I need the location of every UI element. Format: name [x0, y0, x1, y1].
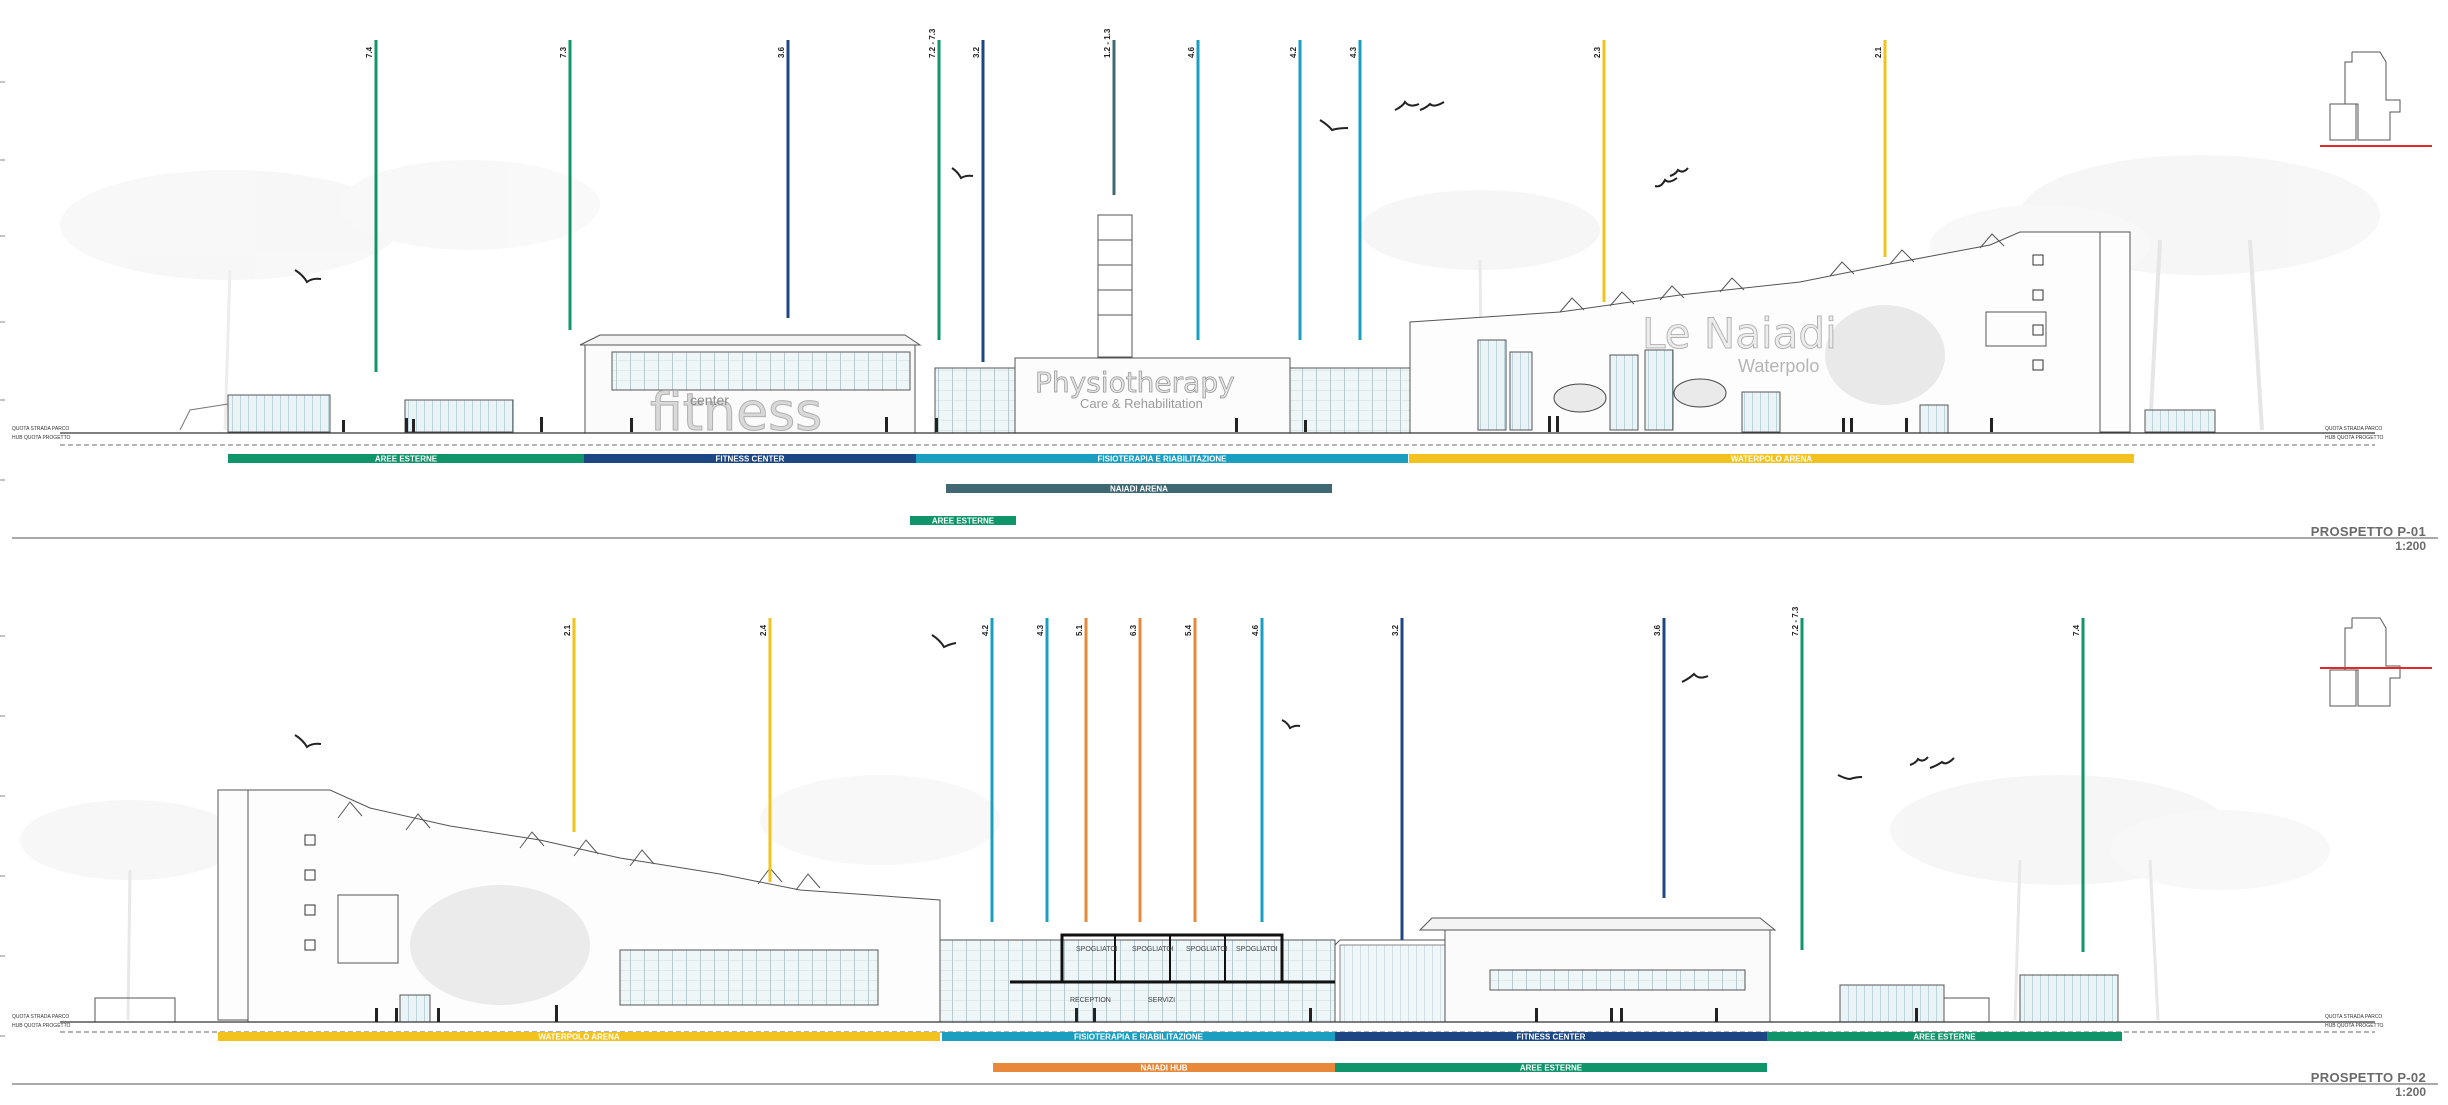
- zone-label: FITNESS CENTER: [716, 455, 785, 464]
- elevation-p01: fitness center Physiotherapy Care & Reha…: [12, 28, 2438, 539]
- marker-label: 7.2 - 7.3: [1791, 606, 1800, 636]
- elevation-p02: SPOGLIATOI SPOGLIATOI SPOGLIATOI SPOGLIA…: [12, 606, 2438, 1085]
- marker-label: 7.3: [559, 46, 568, 58]
- marker-label: 4.2: [1289, 46, 1298, 58]
- center-sign: center: [690, 392, 729, 408]
- marker-label: 2.3: [1593, 46, 1602, 58]
- zone-label: FISIOTERAPIA E RIABILITAZIONE: [1098, 455, 1228, 464]
- zone-label: AREE ESTERNE: [1913, 1033, 1976, 1042]
- marker-label: 7.4: [2072, 624, 2081, 636]
- fitness-sign: fitness: [650, 383, 822, 443]
- waterpolo-sign: Waterpolo: [1738, 356, 1819, 376]
- zone-label: FISIOTERAPIA E RIABILITAZIONE: [1074, 1033, 1204, 1042]
- waterpolo-arena-building-p02: [217, 789, 941, 1023]
- zone-bar: [1409, 454, 2134, 463]
- zone-bar: [993, 1063, 1335, 1072]
- zone-bar: [942, 1032, 1335, 1041]
- marker-label: 7.2 - 7.3: [928, 28, 937, 58]
- zone-label: NAIADI ARENA: [1110, 485, 1168, 494]
- elevation-scale-p01: 1:200: [2395, 539, 2426, 553]
- zones-p02: WATERPOLO ARENA FISIOTERAPIA E RIABILITAZ…: [218, 1032, 2122, 1073]
- marker-label: 4.6: [1187, 46, 1196, 58]
- background-trees-p02: [20, 775, 2330, 1021]
- marker-label: 3.2: [1391, 624, 1400, 636]
- zone-label: WATERPOLO ARENA: [538, 1033, 620, 1042]
- marker-label: 4.3: [1036, 624, 1045, 636]
- zone-bar: [916, 454, 1408, 463]
- physiotherapy-building-p01: Physiotherapy Care & Rehabilitation: [934, 214, 1411, 434]
- ground-level-label: QUOTA STRADA PARCO: [12, 1014, 69, 1020]
- marker-label: 7.4: [365, 46, 374, 58]
- ground-labels-p01: QUOTA STRADA PARCO HUB QUOTA PROGETTO QUOT…: [12, 426, 2384, 441]
- key-plan-p02: [2320, 617, 2432, 707]
- elevation-title-p02: PROSPETTO P-02: [2310, 1070, 2426, 1085]
- zone-label: FITNESS CENTER: [1517, 1033, 1586, 1042]
- marker-label: 3.2: [972, 46, 981, 58]
- zone-label: AREE ESTERNE: [1520, 1064, 1583, 1073]
- zone-bar: [1335, 1032, 1767, 1041]
- marker-label: 2.4: [759, 624, 768, 636]
- marker-label: 3.6: [1653, 624, 1662, 636]
- people-p02: [375, 1005, 1918, 1022]
- markers-p01: 7.4 7.3 3.6 7.2 - 7.3 3.2 1.2 - 1.3 4.6 4.2 4.3 2…: [365, 28, 1887, 372]
- elevation-scale-p02: 1:200: [2395, 1085, 2426, 1099]
- ground-level-label: QUOTA STRADA PARCO: [2325, 1014, 2382, 1020]
- zone-label: WATERPOLO ARENA: [1731, 455, 1813, 464]
- zone-label: AREE ESTERNE: [932, 517, 995, 526]
- birds-p02: [294, 634, 1955, 781]
- zone-bar: [228, 454, 584, 463]
- marker-label: 4.6: [1251, 624, 1260, 636]
- spogliatoi-label: SPOGLIATOI: [1236, 946, 1278, 953]
- zone-bar: [910, 516, 1016, 525]
- spogliatoi-label: SPOGLIATOI: [1186, 946, 1228, 953]
- elevation-title-p01: PROSPETTO P-01: [2310, 524, 2426, 539]
- birds-p01: [294, 100, 1689, 284]
- spogliatoi-label: SPOGLIATOI: [1132, 946, 1174, 953]
- people-p01: [342, 416, 1993, 432]
- fitness-center-building-p02: [1334, 917, 1777, 1023]
- zones-p01: AREE ESTERNE FITNESS CENTER FISIOTERAPIA E…: [228, 454, 2134, 526]
- marker-label: 3.6: [777, 46, 786, 58]
- spogliatoi-label: SPOGLIATOI: [1076, 946, 1118, 953]
- marker-label: 4.2: [981, 624, 990, 636]
- marker-label: 4.3: [1349, 46, 1358, 58]
- zone-label: AREE ESTERNE: [375, 455, 438, 464]
- zone-bar: [946, 484, 1332, 493]
- marker-label: 5.1: [1075, 624, 1084, 636]
- servizi-label: SERVIZI: [1148, 997, 1175, 1004]
- zone-bar: [584, 454, 916, 463]
- naiadi-hub-building-p02: SPOGLIATOI SPOGLIATOI SPOGLIATOI SPOGLIA…: [939, 933, 1336, 1023]
- reception-label: RECEPTION: [1070, 997, 1111, 1004]
- zone-bar: [1335, 1063, 1767, 1072]
- markers-p02: 2.1 2.4 4.2 4.3 5.1 6.3 5.4 4.6 3.2 3.6 7.2 - 7.3 7…: [563, 606, 2085, 952]
- care-rehab-sign: Care & Rehabilitation: [1080, 396, 1203, 411]
- ground-level-label: HUB QUOTA PROGETTO: [12, 1023, 71, 1029]
- le-naiadi-sign: Le Naiadi: [1642, 309, 1837, 358]
- key-plan-p01: [2320, 51, 2432, 147]
- zone-label: NAIADI HUB: [1140, 1064, 1187, 1073]
- zone-bar: [218, 1032, 940, 1041]
- physiotherapy-sign: Physiotherapy: [1035, 366, 1235, 399]
- marker-label: 5.4: [1184, 624, 1193, 636]
- ground-labels-p02: QUOTA STRADA PARCO HUB QUOTA PROGETTO QUOT…: [12, 1014, 2384, 1029]
- ground-level-label: HUB QUOTA PROGETTO: [2325, 435, 2384, 441]
- ground-level-label: QUOTA STRADA PARCO: [12, 426, 69, 432]
- marker-label: 6.3: [1129, 624, 1138, 636]
- ground-level-label: QUOTA STRADA PARCO: [2325, 426, 2382, 432]
- waterpolo-arena-building-p01: Le Naiadi Waterpolo: [1409, 231, 2131, 434]
- ground-level-label: HUB QUOTA PROGETTO: [12, 435, 71, 441]
- marker-label: 2.1: [563, 624, 572, 636]
- ground-level-label: HUB QUOTA PROGETTO: [2325, 1023, 2384, 1029]
- zone-bar: [1767, 1032, 2122, 1041]
- marker-label: 1.2 - 1.3: [1103, 28, 1112, 58]
- marker-label: 2.1: [1874, 46, 1883, 58]
